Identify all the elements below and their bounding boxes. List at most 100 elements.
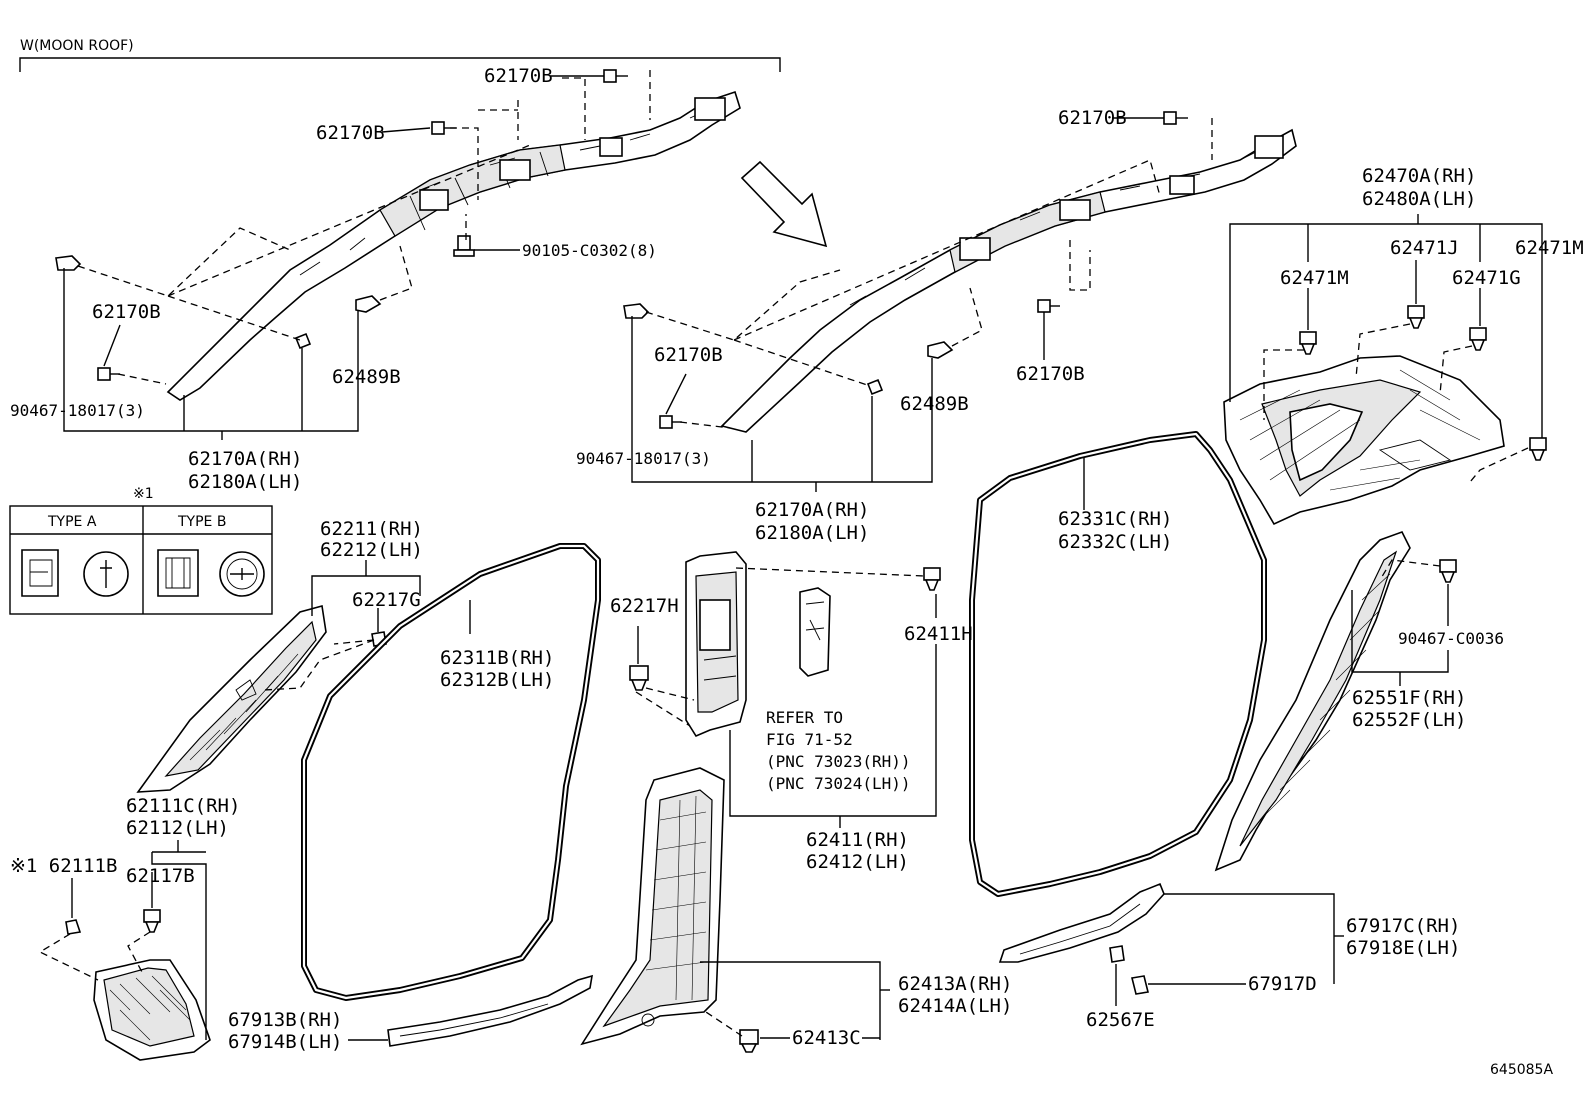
part-labels: 62170B 62170B 90105-C0302(8) 62170B 9046…: [10, 65, 1584, 1053]
moon-roof-note: W(MOON ROOF): [19, 38, 781, 72]
bracket-62170B-left-end: [55, 255, 82, 271]
label-62471G: 62471G: [1452, 267, 1521, 289]
label-62111B: ※1 62111B: [10, 855, 117, 877]
label-62414A-LH: 62414A(LH): [898, 995, 1012, 1017]
curtain-airbag-right: [720, 128, 1297, 433]
clip-90467-C0036: [1439, 559, 1457, 583]
right-airbag-dashed-leaders: [645, 118, 1213, 429]
type-b-header: TYPE B: [177, 514, 226, 530]
bolt-62170B-right-lower: [1037, 299, 1060, 313]
rear-pillar-lower-garnish: [1214, 531, 1411, 872]
center-pillar-upper-garnish: [685, 551, 747, 738]
type-b-clip-icon: [157, 549, 265, 597]
rear-pillar-lower-leaders: [1351, 559, 1449, 686]
clip-62413C: [739, 1029, 759, 1053]
label-67917C-RH: 67917C(RH): [1346, 915, 1460, 937]
bolt-62170B-top-left: [603, 69, 628, 83]
label-90467-18017: 90467-18017(3): [576, 449, 711, 468]
rear-scuff-leaders: [1115, 893, 1344, 1006]
figure-id: 645085A: [1490, 1062, 1553, 1078]
label-62170A-RH: 62170A(RH): [755, 499, 869, 521]
clip-67917D: [1131, 975, 1149, 995]
bolt-90105: [453, 235, 475, 257]
label-62170B: 62170B: [316, 122, 385, 144]
label-62332C-LH: 62332C(LH): [1058, 531, 1172, 553]
label-refer-pnc-rh: (PNC 73023(RH)): [766, 752, 911, 771]
label-62411H: 62411H: [904, 623, 973, 645]
quarter-trim-panel: [1223, 355, 1505, 526]
center-pillar-lower-garnish: [580, 767, 725, 1046]
clip-62567E: [1109, 945, 1125, 963]
label-67914B-LH: 67914B(LH): [228, 1031, 342, 1053]
fastener-type-table: ※1 TYPE A TYPE B: [9, 486, 273, 615]
label-62411-RH: 62411(RH): [806, 829, 909, 851]
label-62489B: 62489B: [900, 393, 969, 415]
quarter-trim-leaders: [1229, 214, 1543, 483]
clip-small-right: [866, 378, 884, 396]
seat-belt-adjuster: [799, 587, 831, 677]
label-62217G: 62217G: [352, 589, 421, 611]
label-90467-18017: 90467-18017(3): [10, 401, 145, 420]
screw-90467-right: [659, 415, 682, 429]
label-62111C-RH: 62111C(RH): [126, 795, 240, 817]
label-62551F-RH: 62551F(RH): [1352, 687, 1466, 709]
curtain-airbag-left: [166, 90, 741, 401]
cowl-side-leaders: [38, 840, 207, 1040]
label-62312B-LH: 62312B(LH): [440, 669, 554, 691]
label-refer-pnc-lh: (PNC 73024(LH)): [766, 774, 911, 793]
front-door-weatherstrip: [301, 543, 601, 1001]
label-62211-RH: 62211(RH): [320, 518, 423, 540]
svg-text:W(MOON ROOF): W(MOON ROOF): [20, 38, 134, 54]
type-a-clip-icon: [21, 549, 129, 597]
label-refer-fig: FIG 71-52: [766, 730, 853, 749]
screw-90467-left: [97, 367, 120, 381]
front-pillar-leaders: [263, 560, 421, 691]
label-62567E: 62567E: [1086, 1009, 1155, 1031]
label-90467-C0036: 90467-C0036: [1398, 629, 1504, 648]
clip-62471M-right: [1529, 437, 1547, 461]
label-refer-to: REFER TO: [766, 708, 843, 727]
svg-text:※1: ※1: [133, 486, 154, 502]
clip-small-left: [294, 332, 312, 350]
label-62112-LH: 62112(LH): [126, 817, 229, 839]
label-62471M: 62471M: [1280, 267, 1349, 289]
direction-arrow-icon: [740, 160, 828, 248]
clip-62217H: [629, 665, 649, 691]
clip-62471J: [1407, 305, 1425, 329]
cowl-side-trim: [93, 959, 211, 1061]
clip-62489B-left: [355, 295, 382, 313]
left-airbag-dashed-leaders: [77, 70, 651, 385]
label-62170B: 62170B: [92, 301, 161, 323]
label-62489B: 62489B: [332, 366, 401, 388]
bolt-62170B-top-right: [1163, 111, 1188, 125]
clip-62117B: [143, 909, 161, 933]
clip-62411H: [923, 567, 941, 591]
right-airbag-leaders: [631, 117, 1164, 492]
label-62480A-LH: 62480A(LH): [1362, 188, 1476, 210]
label-62170A-RH: 62170A(RH): [188, 448, 302, 470]
label-62471M: 62471M: [1515, 237, 1584, 259]
rear-door-weatherstrip: [969, 431, 1267, 897]
label-62170B: 62170B: [484, 65, 553, 87]
label-62212-LH: 62212(LH): [320, 539, 423, 561]
clip-62111B: [65, 919, 82, 935]
center-pillar-lower-leaders: [700, 961, 890, 1040]
label-62552F-LH: 62552F(LH): [1352, 709, 1466, 731]
label-62217H: 62217H: [610, 595, 679, 617]
type-a-header: TYPE A: [47, 514, 97, 530]
bracket-62170B-right-end: [623, 303, 650, 319]
label-62413A-RH: 62413A(RH): [898, 973, 1012, 995]
label-62311B-RH: 62311B(RH): [440, 647, 554, 669]
label-62170B: 62170B: [1016, 363, 1085, 385]
label-62331C-RH: 62331C(RH): [1058, 508, 1172, 530]
clip-62471M-left: [1299, 331, 1317, 355]
rear-scuff-plate: [998, 882, 1165, 963]
left-airbag-leaders: [63, 75, 604, 440]
label-67917D: 67917D: [1248, 973, 1317, 995]
label-62413C: 62413C: [792, 1027, 861, 1049]
label-62180A-LH: 62180A(LH): [188, 471, 302, 493]
label-62470A-RH: 62470A(RH): [1362, 165, 1476, 187]
clip-62471G: [1469, 327, 1487, 351]
label-62412-LH: 62412(LH): [806, 851, 909, 873]
